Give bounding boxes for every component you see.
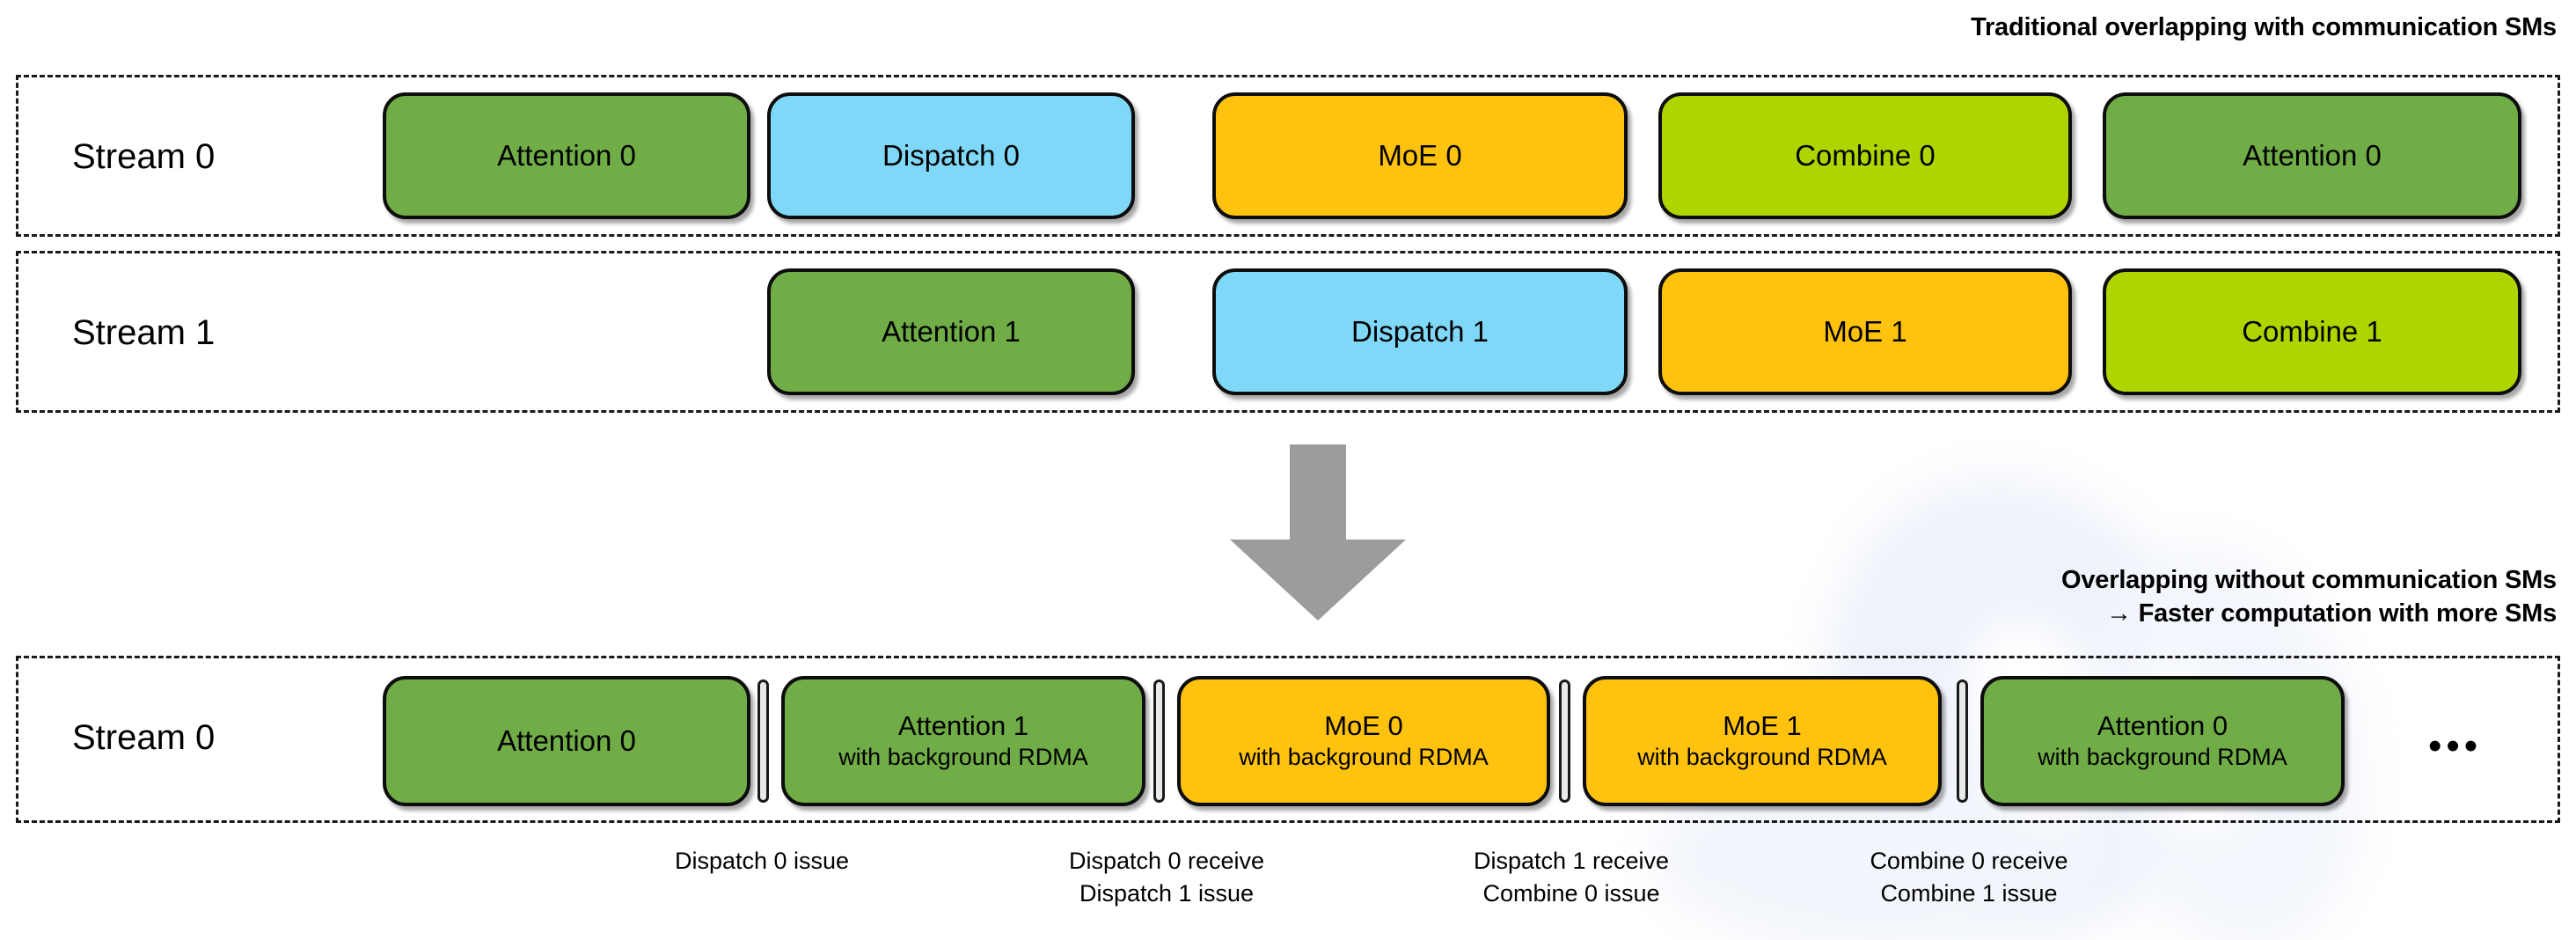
merged-stream-container bbox=[16, 656, 2560, 823]
block-attention-0-stream0[interactable]: Attention 0 bbox=[383, 92, 750, 219]
block-moe-0-stream0[interactable]: MoE 0 bbox=[1212, 92, 1628, 219]
stream-row-0-label: Stream 0 bbox=[72, 137, 216, 176]
event-note-dispatch-1-receive: Dispatch 1 receive Combine 0 issue bbox=[1473, 848, 1670, 907]
block-title: MoE 1 bbox=[1823, 314, 1907, 348]
merged-separator-1 bbox=[757, 679, 769, 803]
block-title: Attention 0 bbox=[2097, 709, 2228, 741]
event-note-dispatch-0-receive: Dispatch 0 receive Dispatch 1 issue bbox=[1068, 848, 1265, 907]
event-note-dispatch-0-issue: Dispatch 0 issue bbox=[674, 848, 850, 874]
merged-block-attention-1[interactable]: Attention 1 with background RDMA bbox=[781, 676, 1145, 806]
merged-stream-label: Stream 0 bbox=[72, 718, 216, 757]
block-title: Combine 0 bbox=[1795, 138, 1936, 172]
stream-row-1-label: Stream 1 bbox=[72, 313, 216, 352]
merged-section-caption: Overlapping without communication SMs → … bbox=[2061, 566, 2557, 628]
block-title: Combine 1 bbox=[2242, 314, 2382, 348]
block-moe-1-stream1[interactable]: MoE 1 bbox=[1658, 268, 2072, 395]
block-title: MoE 1 bbox=[1723, 709, 1802, 741]
block-combine-0-stream0[interactable]: Combine 0 bbox=[1658, 92, 2072, 219]
block-dispatch-1-stream1[interactable]: Dispatch 1 bbox=[1212, 268, 1628, 395]
merged-separator-2 bbox=[1153, 679, 1165, 803]
merged-block-attention-0b[interactable]: Attention 0 with background RDMA bbox=[1980, 676, 2345, 806]
stream-row-1-container bbox=[16, 251, 2560, 413]
block-combine-1-stream1[interactable]: Combine 1 bbox=[2103, 268, 2521, 395]
block-title: Attention 0 bbox=[497, 138, 636, 172]
block-subtitle: with background RDMA bbox=[838, 744, 1088, 771]
block-title: Attention 0 bbox=[2243, 138, 2382, 172]
block-attention-0b-stream0[interactable]: Attention 0 bbox=[2103, 92, 2521, 219]
block-attention-1-stream1[interactable]: Attention 1 bbox=[767, 268, 1135, 395]
block-title: MoE 0 bbox=[1378, 138, 1462, 172]
stream-row-0-container bbox=[16, 75, 2560, 237]
merged-separator-4 bbox=[1957, 679, 1968, 803]
block-title: Attention 0 bbox=[497, 723, 636, 757]
block-dispatch-0-stream0[interactable]: Dispatch 0 bbox=[767, 92, 1135, 219]
block-title: Dispatch 1 bbox=[1351, 314, 1489, 348]
merged-block-moe-0[interactable]: MoE 0 with background RDMA bbox=[1177, 676, 1550, 806]
merged-separator-3 bbox=[1559, 679, 1570, 803]
block-title: Attention 1 bbox=[897, 709, 1029, 741]
block-title: MoE 0 bbox=[1324, 709, 1403, 741]
block-subtitle: with background RDMA bbox=[1637, 744, 1887, 771]
traditional-section-caption: Traditional overlapping with communicati… bbox=[1971, 13, 2557, 41]
block-title: Dispatch 0 bbox=[882, 138, 1020, 172]
down-arrow-icon bbox=[1230, 444, 1406, 621]
continuation-ellipsis: ••• bbox=[2428, 724, 2483, 767]
merged-block-attention-0[interactable]: Attention 0 bbox=[383, 676, 750, 806]
block-title: Attention 1 bbox=[882, 314, 1021, 348]
merged-block-moe-1[interactable]: MoE 1 with background RDMA bbox=[1583, 676, 1942, 806]
block-subtitle: with background RDMA bbox=[2038, 744, 2287, 771]
event-note-combine-0-receive: Combine 0 receive Combine 1 issue bbox=[1870, 848, 2068, 907]
block-subtitle: with background RDMA bbox=[1239, 744, 1489, 771]
